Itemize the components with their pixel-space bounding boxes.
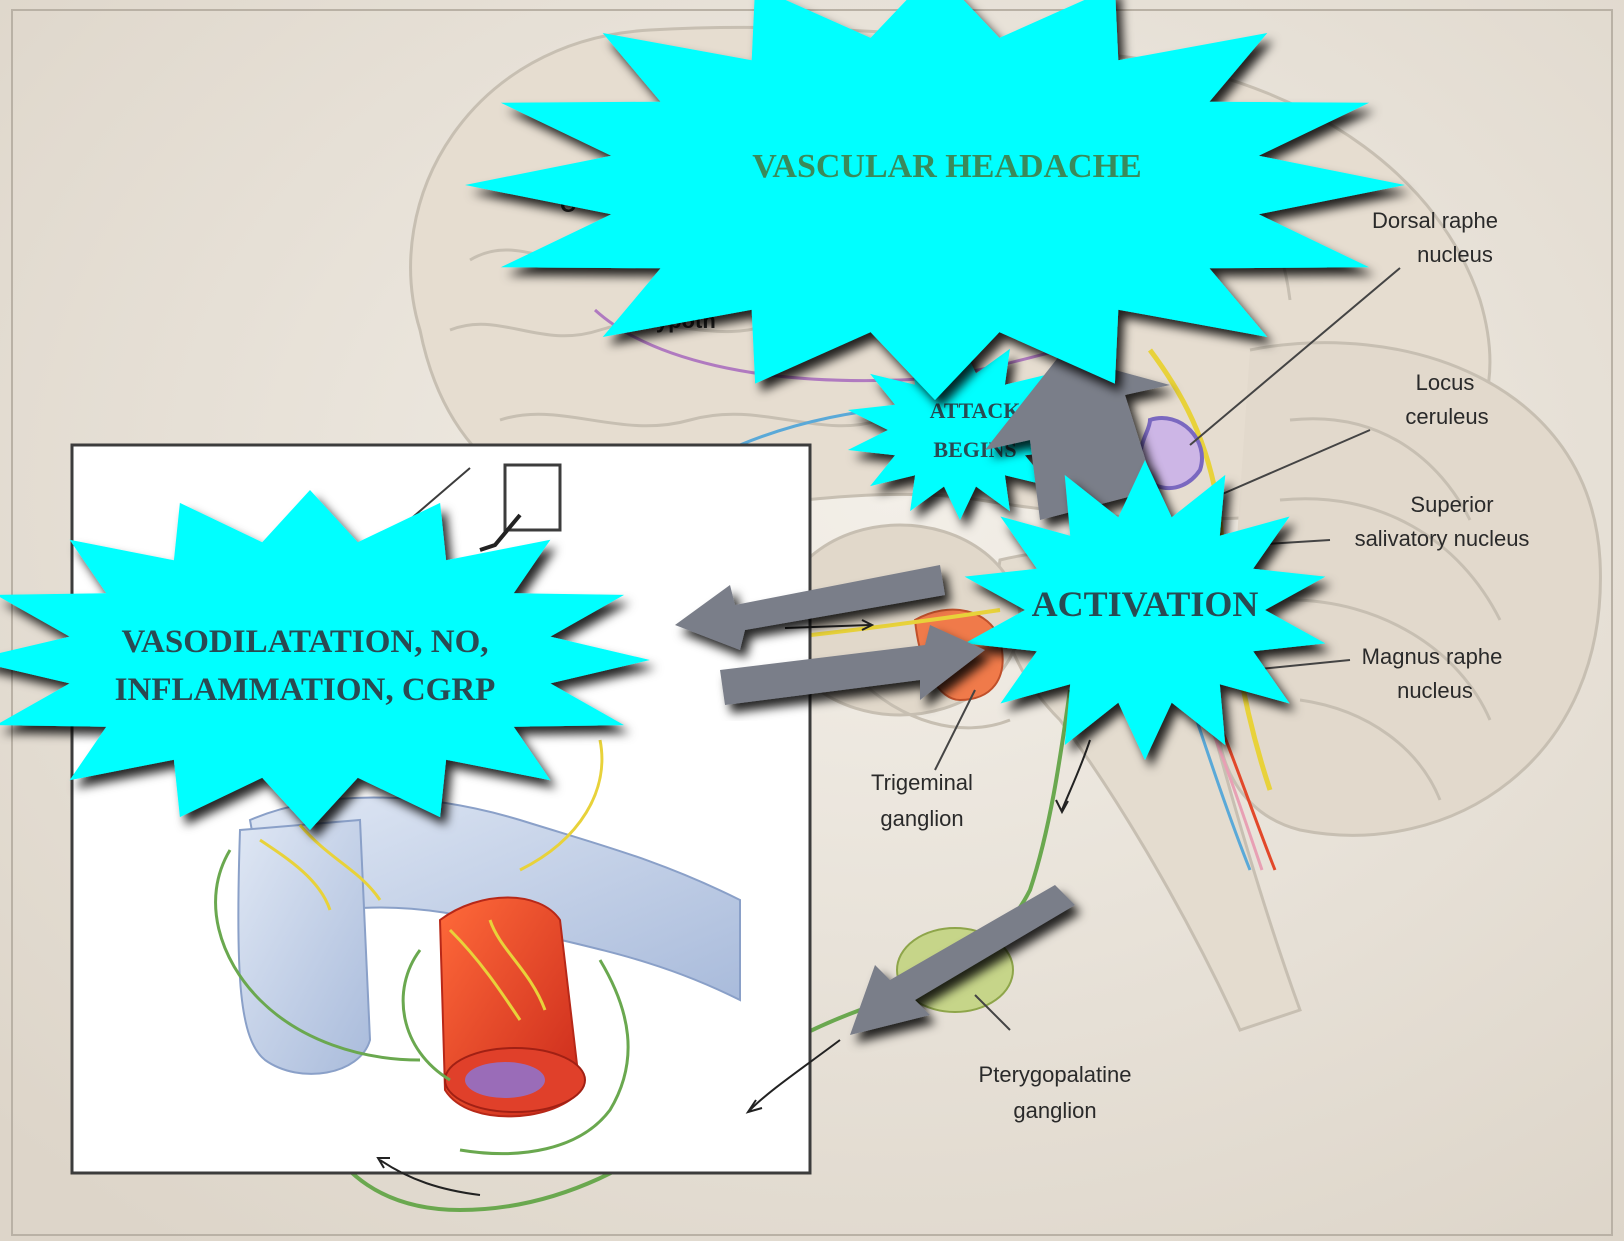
label-superior-salivatory: Superior: [1410, 492, 1493, 517]
label-magnus-raphe: Magnus raphe: [1362, 644, 1503, 669]
label-superior-salivatory-line2: salivatory nucleus: [1355, 526, 1530, 551]
vascular-headache-text: VASCULAR HEADACHE: [752, 148, 1142, 185]
label-trigeminal: Trigeminal: [871, 770, 973, 795]
vasodilatation-line1: VASODILATATION, NO,: [121, 624, 488, 660]
attack-begins-line1: ATTACK: [930, 398, 1021, 423]
activation-text: ACTIVATION: [1032, 584, 1259, 624]
label-trigeminal-line2: ganglion: [880, 806, 963, 831]
vasodilatation-line2: INFLAMMATION, CGRP: [115, 672, 496, 708]
label-dorsal-raphe: Dorsal raphe: [1372, 208, 1498, 233]
label-dorsal-raphe-line2: nucleus: [1417, 242, 1493, 267]
label-magnus-raphe-line2: nucleus: [1397, 678, 1473, 703]
label-pterygopalatine: Pterygopalatine: [979, 1062, 1132, 1087]
label-locus-ceruleus-line2: ceruleus: [1405, 404, 1488, 429]
label-pterygopalatine-line2: ganglion: [1013, 1098, 1096, 1123]
label-locus-ceruleus: Locus: [1416, 370, 1475, 395]
